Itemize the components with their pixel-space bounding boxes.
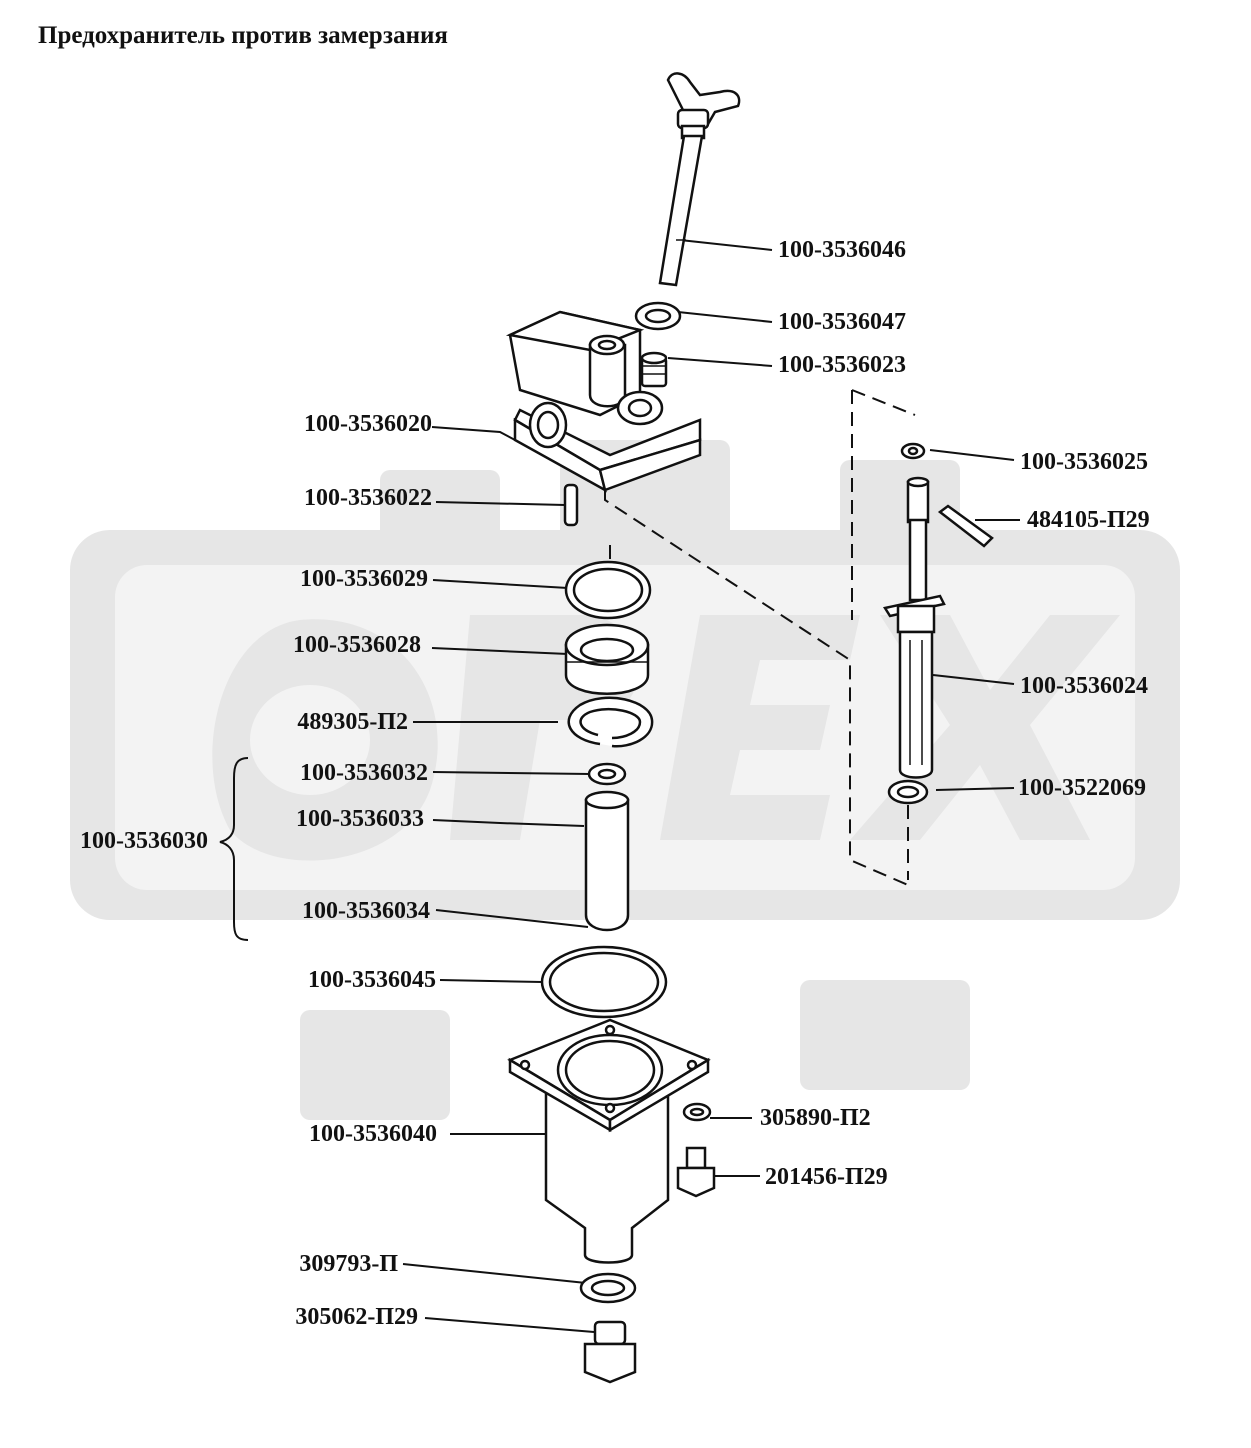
bolt (676, 1146, 716, 1198)
assembly-lines (604, 389, 916, 886)
bowl (507, 1018, 711, 1264)
group-bracket (219, 757, 249, 941)
label-100-3536028: 100-3536028 (293, 632, 421, 658)
label-100-3536029: 100-3536029 (300, 566, 428, 592)
label-309793-p: 309793-П (299, 1251, 398, 1277)
gasket-45 (540, 945, 668, 1019)
washer-bottom (579, 1272, 637, 1304)
pin (563, 483, 579, 527)
ring-29 (564, 560, 652, 620)
label-100-3522069: 100-3522069 (1018, 775, 1146, 801)
washer-69 (887, 779, 929, 805)
label-305890-p2: 305890-П2 (760, 1105, 871, 1131)
thermo-element (584, 790, 630, 932)
rod-assembly (882, 476, 946, 779)
label-305062-p29: 305062-П29 (295, 1304, 418, 1330)
valve-body (505, 310, 702, 493)
label-100-3536032: 100-3536032 (300, 760, 428, 786)
label-100-3536025: 100-3536025 (1020, 449, 1148, 475)
page-title: Предохранитель против замерзания (38, 22, 448, 49)
label-100-3536023: 100-3536023 (778, 352, 906, 378)
drain-plug (583, 1320, 637, 1384)
label-100-3536020: 100-3536020 (304, 411, 432, 437)
parts-drawings (505, 72, 994, 1384)
label-100-3536040: 100-3536040 (309, 1121, 437, 1147)
plug-small (640, 351, 668, 388)
label-100-3536045: 100-3536045 (308, 967, 436, 993)
valve-28 (564, 623, 650, 695)
watermark-letter-hole (250, 685, 370, 795)
washer-32 (587, 762, 627, 786)
washer-top (634, 301, 682, 331)
spring-washer (682, 1102, 712, 1122)
label-100-3536034: 100-3536034 (302, 898, 430, 924)
snap-ring (567, 696, 654, 748)
label-484105-p29: 484105-П29 (1027, 507, 1150, 533)
label-489305-p2: 489305-П2 (297, 709, 408, 735)
label-100-3536022: 100-3536022 (304, 485, 432, 511)
washer-25 (900, 442, 926, 460)
label-100-3536047: 100-3536047 (778, 309, 906, 335)
label-100-3536033: 100-3536033 (296, 806, 424, 832)
wing-screw (658, 72, 741, 287)
label-201456-p29: 201456-П29 (765, 1164, 888, 1190)
label-100-3536046: 100-3536046 (778, 237, 906, 263)
label-100-3536024: 100-3536024 (1020, 673, 1148, 699)
label-100-3536030: 100-3536030 (80, 828, 208, 854)
cross-pin (937, 504, 994, 548)
leader-lines (402, 239, 1020, 1333)
